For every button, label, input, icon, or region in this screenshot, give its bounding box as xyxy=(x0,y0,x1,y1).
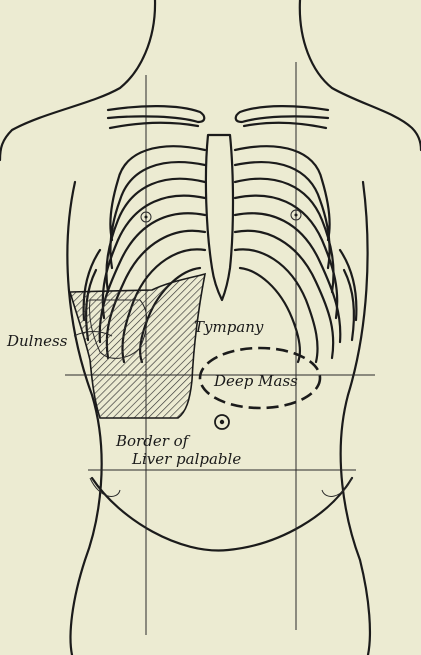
liver-border-label-line2: Liver palpable xyxy=(132,452,241,467)
liver-border-label-line1: Border of xyxy=(116,434,188,449)
umbilicus-marker xyxy=(215,415,229,429)
dulness-area xyxy=(70,274,205,418)
sternum xyxy=(206,135,233,300)
deep-mass-label: Deep Mass xyxy=(214,374,298,389)
dulness-label: Dulness xyxy=(7,334,67,349)
clavicles xyxy=(108,106,328,128)
tympany-label: Tympany xyxy=(194,320,263,335)
